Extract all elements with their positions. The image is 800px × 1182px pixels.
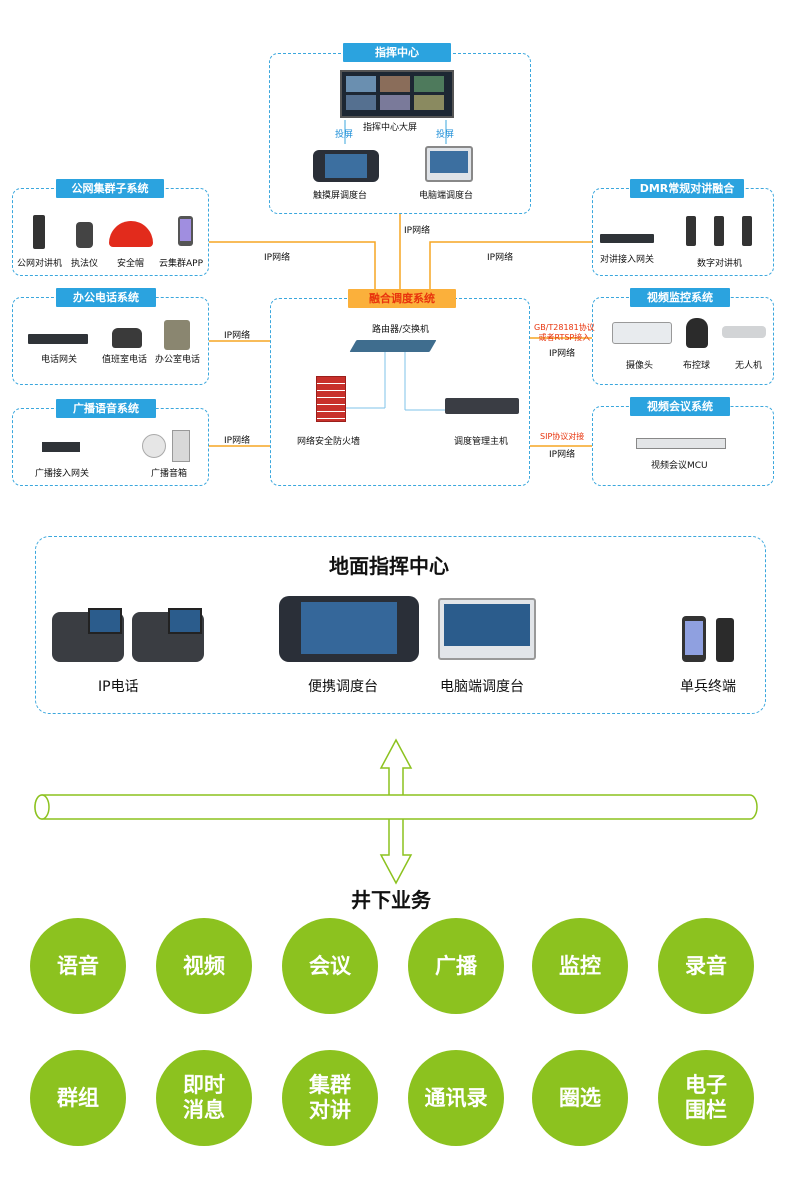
public-item-3: 云集群APP — [159, 259, 204, 269]
video-monitor-title: 视频监控系统 — [630, 288, 730, 307]
office-phone-icon — [164, 320, 190, 350]
vc-protocol-label: SIP协议对接 — [540, 432, 585, 441]
drone-icon — [722, 326, 766, 338]
office-item-1: 值班室电话 — [102, 355, 148, 365]
smartphone-icon — [682, 616, 706, 662]
broadcast-gateway-icon — [42, 442, 80, 452]
ground-item-3: 单兵终端 — [680, 679, 736, 695]
fusion-title: 融合调度系统 — [348, 289, 456, 308]
gateway-icon — [600, 234, 654, 243]
broadcast-item-0: 广播接入网关 — [35, 469, 90, 479]
touch-console-icon — [313, 150, 379, 182]
router-icon — [349, 340, 437, 352]
command-center-title: 指挥中心 — [343, 43, 451, 62]
portable-console-icon — [279, 596, 419, 662]
video-conf-title: 视频会议系统 — [630, 397, 730, 416]
router-label: 路由器/交换机 — [372, 325, 430, 335]
public-item-2: 安全帽 — [117, 259, 145, 269]
dmr-item-1: 数字对讲机 — [697, 259, 743, 269]
service-video: 视频 — [156, 918, 252, 1014]
ip-phone-icon-1 — [52, 608, 124, 662]
ground-item-1: 便携调度台 — [308, 679, 378, 695]
service-circle-select: 圈选 — [532, 1050, 628, 1146]
service-im: 即时 消息 — [156, 1050, 252, 1146]
mcu-icon — [636, 438, 726, 449]
phone-app-icon — [178, 216, 193, 246]
ptz-dome-icon — [686, 318, 708, 348]
broadcast-title: 广播语音系统 — [56, 399, 156, 418]
speaker-panel-icon — [172, 430, 190, 462]
cast-right-label: 投屏 — [436, 130, 455, 140]
service-recording: 录音 — [658, 918, 754, 1014]
vm-protocol-label: GB/T28181协议或者RTSP接入 — [534, 323, 595, 342]
ip-label-office: IP网络 — [224, 331, 251, 341]
host-icon — [445, 398, 519, 414]
pc-monitor-icon — [438, 598, 536, 660]
service-monitor: 监控 — [532, 918, 628, 1014]
public-item-0: 公网对讲机 — [17, 259, 63, 269]
vm-item-2: 无人机 — [735, 361, 763, 371]
ip-label-command: IP网络 — [404, 226, 431, 236]
ground-item-2: 电脑端调度台 — [440, 679, 524, 695]
service-contacts: 通讯录 — [408, 1050, 504, 1146]
dmr-title: DMR常规对讲融合 — [630, 179, 744, 198]
big-screen-icon — [340, 70, 454, 118]
phone-gateway-icon — [28, 334, 88, 344]
service-group: 群组 — [30, 1050, 126, 1146]
firewall-label: 网络安全防火墙 — [297, 437, 361, 447]
camera-icon — [612, 322, 672, 344]
touch-console-label: 触摸屏调度台 — [313, 191, 368, 201]
vc-item-0: 视频会议MCU — [651, 461, 708, 471]
radio-icon-3 — [742, 216, 752, 246]
firewall-icon — [316, 376, 346, 422]
desk-phone-icon — [112, 328, 142, 348]
service-geofence: 电子 围栏 — [658, 1050, 754, 1146]
vm-item-0: 摄像头 — [626, 361, 654, 371]
service-broadcast: 广播 — [408, 918, 504, 1014]
service-meeting: 会议 — [282, 918, 378, 1014]
radio-icon-1 — [686, 216, 696, 246]
big-screen-label: 指挥中心大屏 — [363, 123, 418, 133]
ip-label-vm: IP网络 — [549, 349, 576, 359]
vm-item-1: 布控球 — [683, 361, 711, 371]
rugged-terminal-icon — [716, 618, 734, 662]
dmr-item-0: 对讲接入网关 — [600, 255, 655, 265]
ip-phone-icon-2 — [132, 608, 204, 662]
speaker-icon — [142, 434, 166, 458]
public-group-title: 公网集群子系统 — [56, 179, 164, 198]
office-item-0: 电话网关 — [41, 355, 78, 365]
broadcast-item-1: 广播音箱 — [151, 469, 188, 479]
public-item-1: 执法仪 — [71, 259, 99, 269]
service-voice: 语音 — [30, 918, 126, 1014]
recorder-icon — [76, 222, 93, 248]
ip-label-public: IP网络 — [264, 253, 291, 263]
walkie-talkie-icon — [33, 215, 45, 249]
ground-center-title: 地面指挥中心 — [329, 554, 449, 578]
ground-item-0: IP电话 — [98, 679, 139, 695]
ground-center-box — [35, 536, 766, 714]
cast-left-label: 投屏 — [335, 130, 354, 140]
radio-icon-2 — [714, 216, 724, 246]
service-trunk-talk: 集群 对讲 — [282, 1050, 378, 1146]
ip-label-dmr: IP网络 — [487, 253, 514, 263]
pc-console-icon — [425, 146, 473, 182]
underground-title: 井下业务 — [351, 888, 431, 912]
office-phone-title: 办公电话系统 — [56, 288, 156, 307]
pipe-icon — [34, 794, 758, 820]
host-label: 调度管理主机 — [454, 437, 509, 447]
office-item-2: 办公室电话 — [155, 355, 201, 365]
pc-console-label: 电脑端调度台 — [419, 191, 474, 201]
ip-label-vc: IP网络 — [549, 450, 576, 460]
ip-label-broadcast: IP网络 — [224, 436, 251, 446]
